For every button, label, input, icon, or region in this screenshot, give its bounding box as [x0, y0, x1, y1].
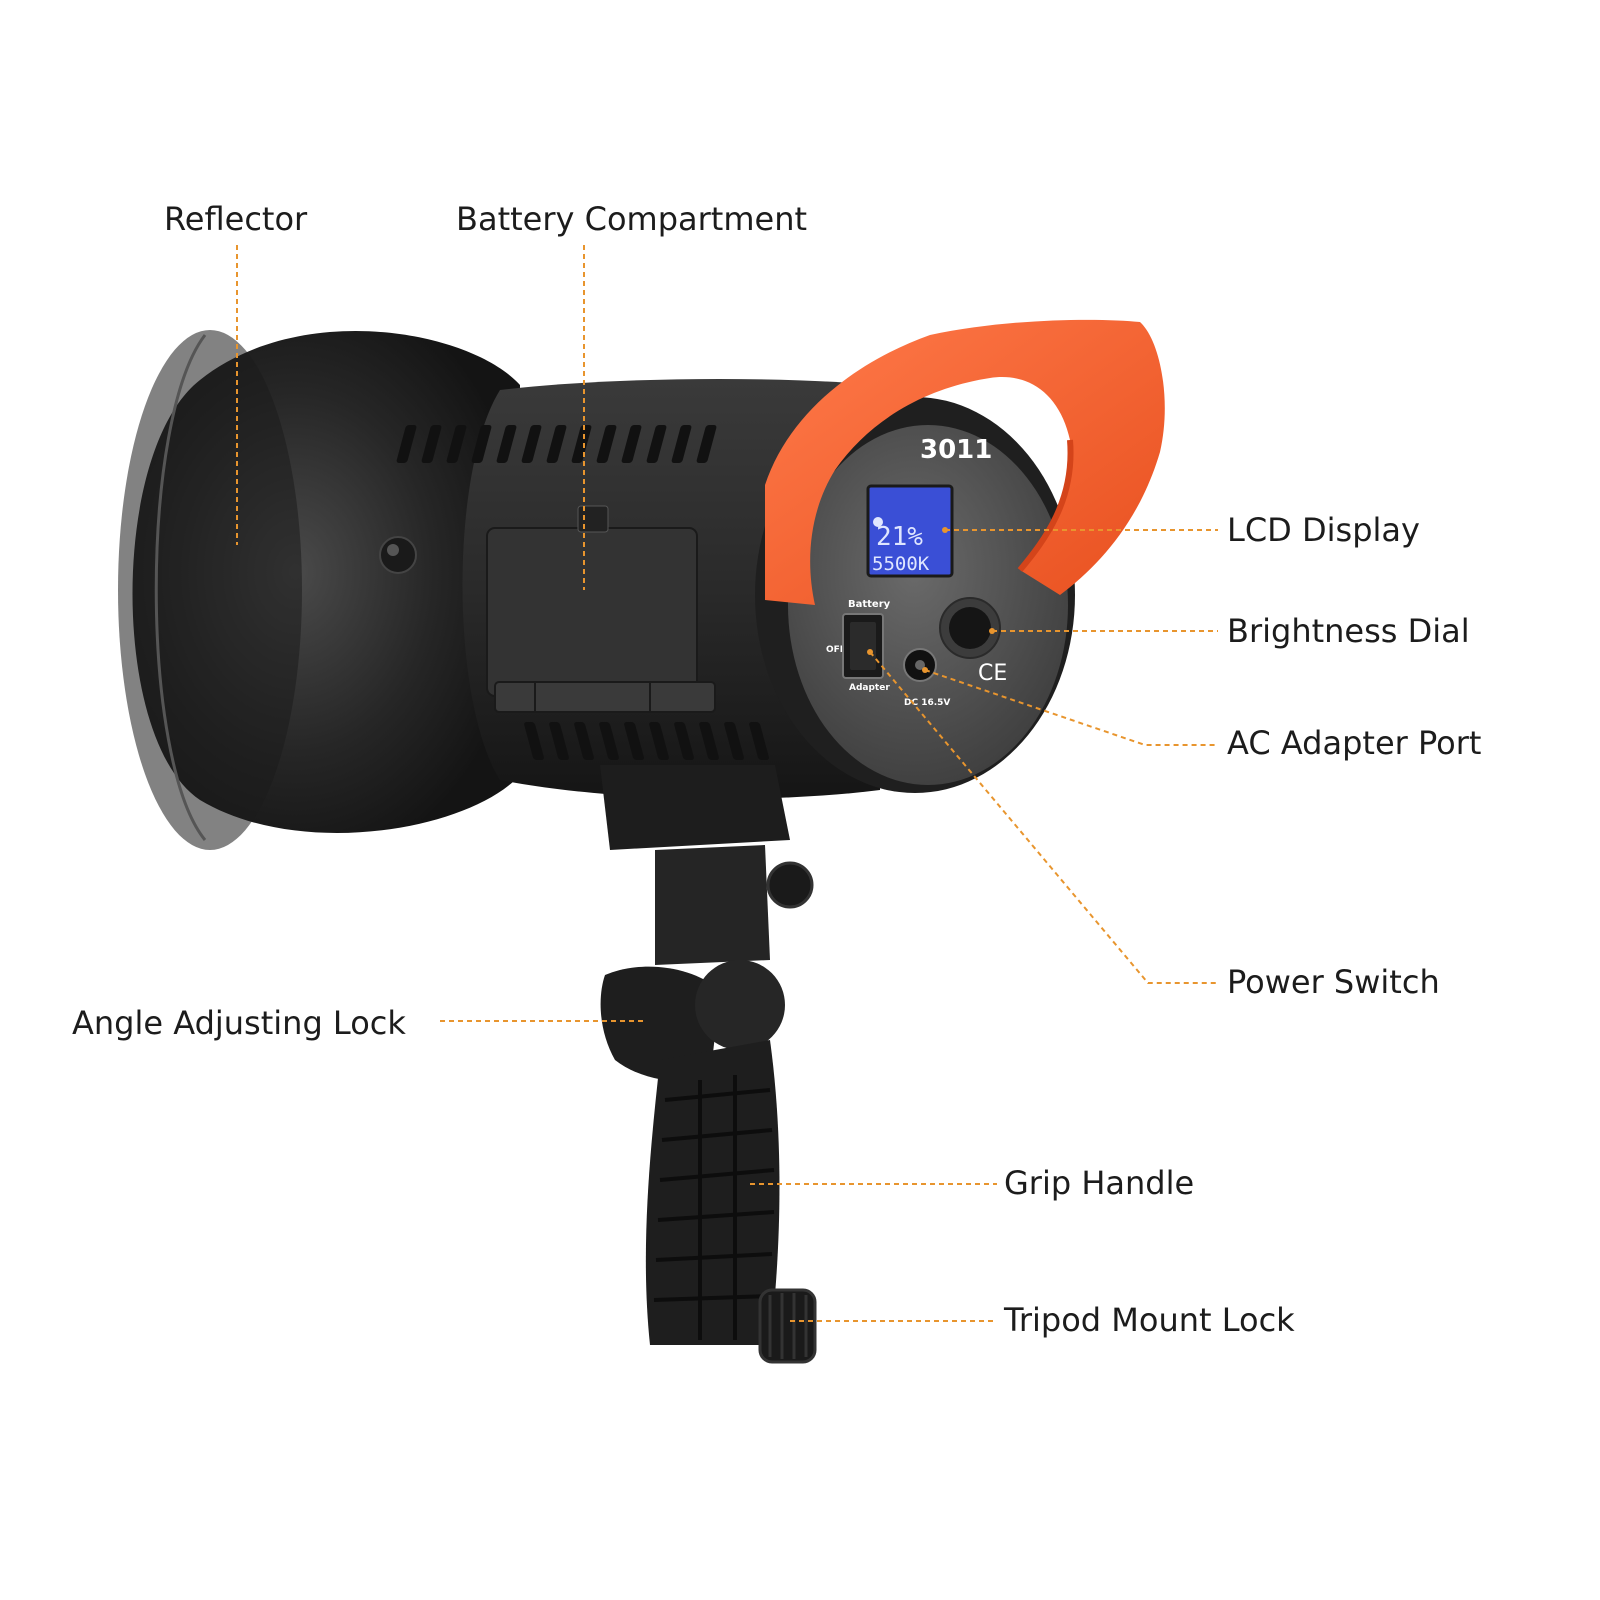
- grip-part: [645, 1040, 780, 1345]
- leader-power: [869, 651, 1218, 984]
- label-power-switch: Power Switch: [1227, 963, 1440, 1001]
- reflector-part: [118, 330, 520, 850]
- brightness-dial-part: [949, 607, 991, 649]
- model-label: 3011: [920, 435, 992, 465]
- battery-door: [486, 505, 716, 713]
- label-battery-compartment: Battery Compartment: [456, 200, 808, 238]
- leader-adapter: [924, 669, 1218, 746]
- adapter-text: Adapter: [849, 683, 890, 693]
- label-angle-adjusting-lock: Angle Adjusting Lock: [72, 1004, 406, 1042]
- angle-lock-part: [600, 960, 785, 1082]
- lcd-screen: [866, 484, 954, 578]
- carry-handle: [765, 319, 1165, 605]
- mount-part: [600, 765, 814, 965]
- ce-mark: CE: [978, 661, 1007, 686]
- lcd-line-1: 21%: [876, 522, 923, 552]
- leader-lines: [236, 245, 1218, 1322]
- off-text: OFF: [826, 645, 846, 655]
- label-ac-adapter-port: AC Adapter Port: [1227, 724, 1482, 762]
- tripod-lock-part: [758, 1288, 817, 1364]
- label-grip-handle: Grip Handle: [1004, 1164, 1195, 1202]
- dc-text: DC 16.5V: [904, 698, 950, 708]
- battery-text: Battery: [848, 599, 891, 610]
- label-lcd-display: LCD Display: [1227, 511, 1420, 549]
- lcd-line-2: 5500K: [872, 553, 930, 575]
- label-brightness-dial: Brightness Dial: [1227, 612, 1470, 650]
- label-tripod-mount-lock: Tripod Mount Lock: [1004, 1301, 1295, 1339]
- sun-icon: [873, 517, 883, 527]
- label-reflector: Reflector: [164, 200, 308, 238]
